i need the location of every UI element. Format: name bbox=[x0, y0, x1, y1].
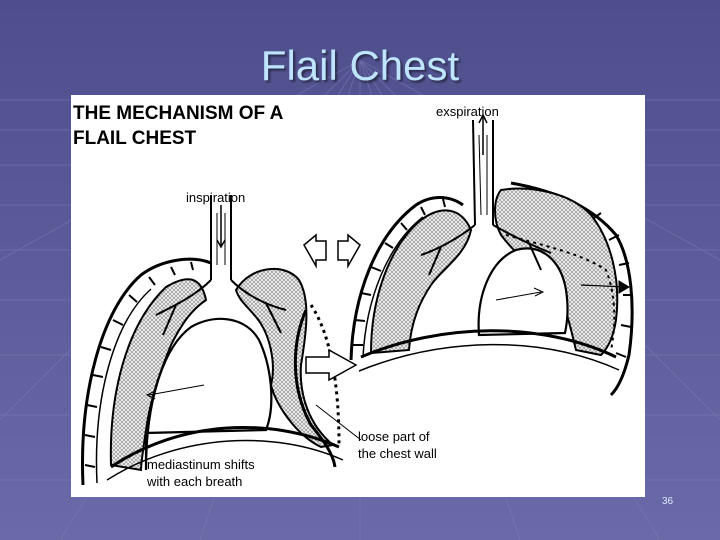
expiration-drawing bbox=[349, 113, 634, 397]
loose-chest-wall-label-line-1: loose part of bbox=[358, 429, 430, 444]
figure-title-line-2: FLAIL CHEST bbox=[73, 128, 197, 149]
flail-chest-diagram bbox=[81, 113, 634, 486]
alternating-arrows-icon bbox=[303, 233, 361, 269]
inward-arrow bbox=[305, 348, 358, 382]
inspiration-label: inspiration bbox=[186, 190, 246, 205]
mediastinum-label-line-2: with each breath bbox=[147, 474, 243, 489]
inspiration-drawing bbox=[81, 195, 362, 486]
slide-title: Flail Chest bbox=[260, 42, 460, 89]
mediastinum-label: mediastinum shifts with each breath bbox=[147, 456, 255, 490]
figure-title-line-1: THE MECHANISM OF A bbox=[73, 103, 284, 124]
figure-title: THE MECHANISM OF A FLAIL CHEST bbox=[73, 101, 373, 151]
loose-chest-wall-label-line-2: the chest wall bbox=[358, 446, 437, 461]
loose-chest-wall-label: loose part of the chest wall bbox=[358, 428, 437, 462]
mediastinum-label-line-1: mediastinum shifts bbox=[147, 457, 255, 472]
expiration-label: exspiration bbox=[436, 104, 499, 119]
slide-number: 36 bbox=[662, 496, 674, 507]
flail-chest-figure: THE MECHANISM OF A FLAIL CHEST inspirati… bbox=[71, 95, 645, 497]
